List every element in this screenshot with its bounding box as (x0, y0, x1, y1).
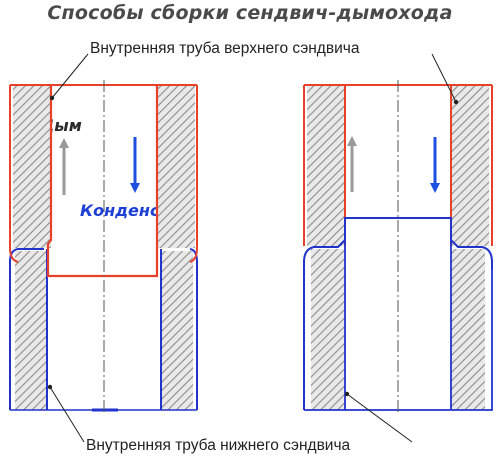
right-lower-insulation-right (451, 249, 485, 410)
callout-leaders (47, 53, 459, 443)
left-upper-insulation-left (13, 85, 51, 248)
bottom-leader-right (344, 391, 413, 443)
right-assembly (303, 80, 493, 415)
condensate-label: Конденсат (80, 201, 180, 220)
right-lower-sandwich-outline (303, 217, 493, 410)
diagram-title: Способы сборки сендвич-дымохода (47, 2, 453, 24)
right-upper-insulation-right (451, 85, 489, 246)
bottom-leader-left (47, 384, 85, 443)
left-upper-insulation-right (157, 85, 195, 248)
left-lower-insulation-right (161, 251, 193, 410)
right-upper-insulation-left (307, 85, 345, 246)
left-lower-sandwich-outline (9, 248, 198, 410)
top-leader-right (431, 53, 459, 105)
top-leader-left (49, 53, 89, 101)
left-lower-insulation-left (15, 251, 47, 410)
top-callout-label: Внутренняя труба верхнего сэндвича (90, 40, 360, 57)
right-lower-insulation-left (311, 249, 345, 410)
bottom-callout-label: Внутренняя труба нижнего сэндвича (86, 437, 351, 454)
left-upper-inner-pipe (46, 85, 159, 278)
left-assembly (9, 80, 198, 415)
right-lower-inner-pipe (304, 240, 493, 411)
